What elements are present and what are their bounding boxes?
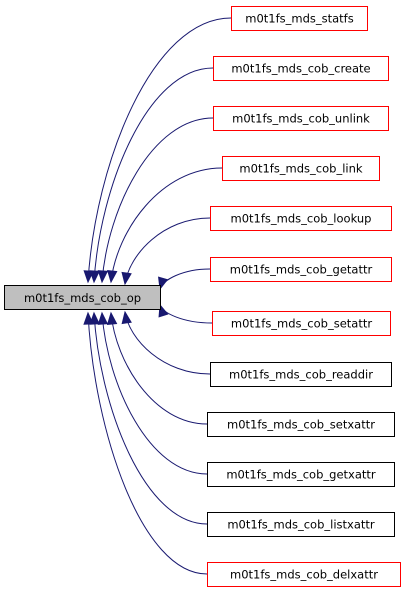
caller-node[interactable]: m0t1fs_mds_cob_readdir xyxy=(210,362,392,387)
call-edge xyxy=(124,311,211,375)
root-node-label: m0t1fs_mds_cob_op xyxy=(24,291,141,305)
caller-node[interactable]: m0t1fs_mds_cob_getattr xyxy=(210,257,392,282)
caller-node-box xyxy=(207,512,395,537)
caller-node-label: m0t1fs_mds_cob_listxattr xyxy=(227,518,375,532)
caller-node-label: m0t1fs_mds_cob_setattr xyxy=(231,317,372,331)
call-edge xyxy=(110,312,208,425)
call-edge xyxy=(101,312,208,475)
arrowhead xyxy=(121,271,132,286)
arrowhead xyxy=(83,311,94,325)
caller-node-box xyxy=(213,106,389,131)
call-edge xyxy=(159,268,211,290)
caller-node[interactable]: m0t1fs_mds_cob_create xyxy=(213,56,389,81)
caller-node-box xyxy=(207,412,395,437)
caller-node[interactable]: m0t1fs_mds_cob_lookup xyxy=(210,206,392,231)
arrowhead xyxy=(106,311,118,325)
root-node-box xyxy=(4,285,161,310)
caller-node-label: m0t1fs_mds_statfs xyxy=(245,12,353,26)
arrowhead xyxy=(107,270,118,284)
caller-node[interactable]: m0t1fs_mds_cob_listxattr xyxy=(207,512,395,537)
caller-node-label: m0t1fs_mds_cob_getattr xyxy=(230,263,373,277)
call-edge xyxy=(110,167,223,283)
call-edge xyxy=(124,217,211,285)
caller-node-box xyxy=(222,156,380,181)
caller-node-label: m0t1fs_mds_cob_setxattr xyxy=(227,418,375,432)
caller-node-box xyxy=(210,257,392,282)
call-edge xyxy=(87,17,232,283)
nodes-layer: m0t1fs_mds_statfs m0t1fs_mds_cob_create m0… xyxy=(4,6,401,587)
arrowhead xyxy=(121,310,132,325)
call-edge xyxy=(101,117,214,283)
caller-node[interactable]: m0t1fs_mds_cob_delxattr xyxy=(207,562,401,587)
caller-node[interactable]: m0t1fs_mds_cob_link xyxy=(222,156,380,181)
call-edge xyxy=(93,312,208,525)
call-edge xyxy=(87,312,208,575)
arrowhead xyxy=(158,303,169,318)
caller-node[interactable]: m0t1fs_mds_statfs xyxy=(231,6,368,31)
root-node[interactable]: m0t1fs_mds_cob_op xyxy=(4,285,161,310)
caller-node-box xyxy=(231,6,368,31)
caller-node-label: m0t1fs_mds_cob_lookup xyxy=(231,212,372,226)
caller-node-box xyxy=(210,362,392,387)
caller-node-label: m0t1fs_mds_cob_link xyxy=(239,162,362,176)
caller-node[interactable]: m0t1fs_mds_cob_getxattr xyxy=(207,462,395,487)
caller-node[interactable]: m0t1fs_mds_cob_unlink xyxy=(213,106,389,131)
arrowhead xyxy=(97,311,109,325)
arrowhead xyxy=(97,270,109,284)
caller-node-label: m0t1fs_mds_cob_create xyxy=(231,62,370,76)
caller-node-box xyxy=(207,462,395,487)
caller-node-box xyxy=(212,311,391,336)
caller-node-box xyxy=(207,562,401,587)
caller-node-box xyxy=(210,206,392,231)
caller-node-label: m0t1fs_mds_cob_unlink xyxy=(232,112,370,126)
caller-node-label: m0t1fs_mds_cob_delxattr xyxy=(230,568,378,582)
caller-node-label: m0t1fs_mds_cob_getxattr xyxy=(226,468,376,482)
caller-node[interactable]: m0t1fs_mds_cob_setattr xyxy=(212,311,391,336)
call-edge xyxy=(93,67,214,283)
caller-node-label: m0t1fs_mds_cob_readdir xyxy=(229,368,373,382)
caller-node-box xyxy=(213,56,389,81)
caller-node[interactable]: m0t1fs_mds_cob_setxattr xyxy=(207,412,395,437)
arrowhead xyxy=(89,270,100,284)
